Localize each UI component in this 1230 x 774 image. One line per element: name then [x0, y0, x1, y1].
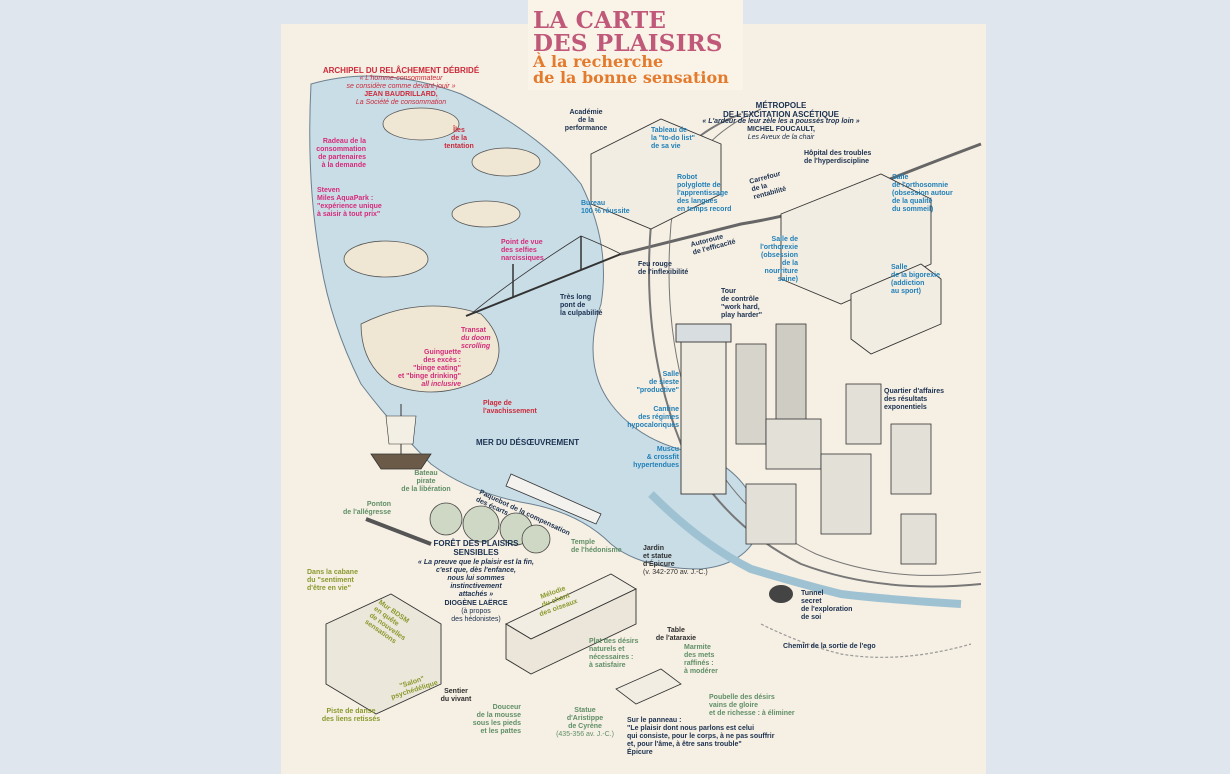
- map-title-line-2: DES PLAISIRS: [533, 30, 723, 57]
- island-aquapark: [343, 240, 429, 278]
- academy-building: [590, 118, 722, 230]
- pirate-sail: [385, 415, 417, 445]
- title-box: [528, 0, 743, 90]
- map-illustration: [309, 75, 982, 715]
- skyscraper-3: [765, 418, 822, 470]
- map-subtitle-line-2: de la bonne sensation: [533, 68, 729, 87]
- metropole-author: MICHEL FOUCAULT,: [747, 126, 815, 133]
- bigorexie-room: [850, 263, 942, 355]
- ponton: [365, 517, 432, 546]
- archipel-quote-2: se considère comme devant-jouir »: [346, 83, 456, 90]
- archipel-name: ARCHIPEL DU RELÂCHEMENT DÉBRIDÉ: [322, 66, 480, 75]
- metropole-work: Les Aveux de la chair: [747, 134, 815, 141]
- label-chemin: Chemin de la sortie de l'ego: [783, 643, 876, 650]
- skyscraper-7: [745, 483, 797, 545]
- archipel-quote-1: « L'homme-consommateur: [359, 75, 443, 82]
- island-3: [451, 200, 521, 228]
- archipel-work: La Société de consommation: [355, 99, 447, 106]
- island-1: [382, 107, 460, 141]
- skyscraper-8: [900, 513, 937, 565]
- bdsm-cabin: [325, 593, 442, 715]
- archipel-author: JEAN BAUDRILLARD,: [364, 91, 438, 98]
- table-ataraxie: [615, 668, 682, 705]
- map-page: ARCHIPEL DU RELÂCHEMENT DÉBRIDÉ « L'homm…: [281, 24, 986, 774]
- skyscraper-5: [890, 423, 932, 495]
- metropole-quote: « L'ardeur de leur zèle les a poussés tr…: [702, 118, 860, 125]
- pirate-ship: [370, 453, 432, 470]
- hospital-building: [780, 173, 932, 305]
- tunnel-entrance: [769, 585, 793, 603]
- exit-path: [760, 623, 972, 658]
- tree-1: [429, 502, 463, 536]
- skyscraper-1: [735, 343, 767, 445]
- cruise-ship: [505, 473, 602, 525]
- island-2: [471, 147, 541, 177]
- label-panneau: Sur le panneau :"Le plaisir dont nous pa…: [627, 717, 775, 756]
- foret-author: DIOGÈNE LAËRCE: [444, 600, 508, 607]
- mer-name: MER DU DÉSŒUVREMENT: [476, 438, 580, 447]
- sea-area: [309, 75, 762, 570]
- control-tower: [680, 333, 727, 495]
- bridge-deck: [465, 253, 622, 317]
- skyscraper-6: [820, 453, 872, 535]
- tree-2: [462, 505, 500, 543]
- bridge-cable: [470, 235, 622, 315]
- map-subtitle-line-1: À la recherche: [533, 52, 664, 71]
- tree-4: [521, 524, 551, 554]
- temple-base: [505, 588, 637, 675]
- river: [648, 491, 962, 608]
- foret-quote: « La preuve que le plaisir est la fin,c'…: [418, 559, 534, 598]
- control-tower-top: [675, 323, 732, 343]
- peninsula: [360, 305, 500, 393]
- map-title-line-1: LA CARTE: [533, 7, 667, 34]
- skyscraper-4: [845, 383, 882, 445]
